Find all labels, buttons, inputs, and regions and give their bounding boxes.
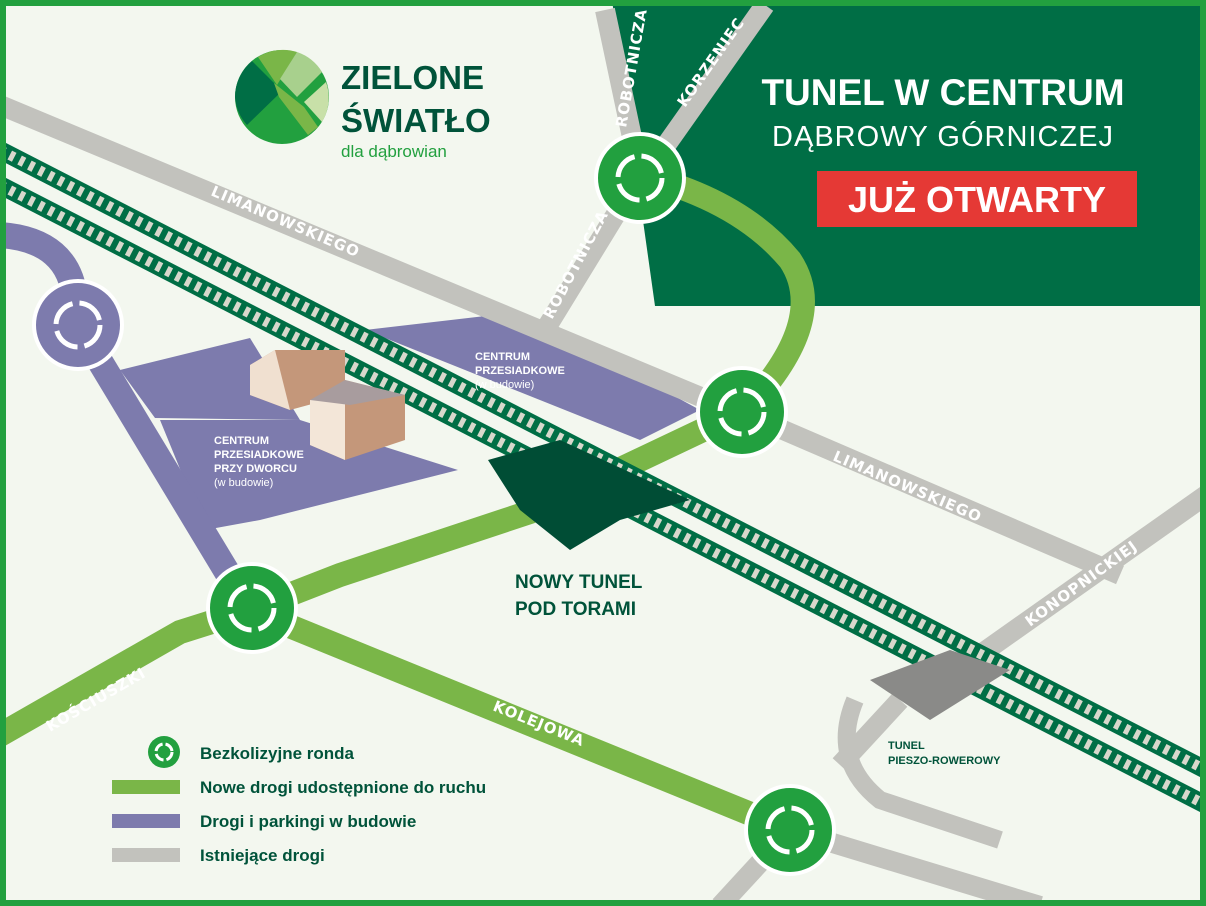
svg-text:dla dąbrowian: dla dąbrowian	[341, 142, 447, 161]
legend-item: Bezkolizyjne ronda	[200, 744, 355, 763]
header-title: TUNEL W CENTRUM	[761, 72, 1124, 113]
svg-text:ZIELONE: ZIELONE	[341, 59, 484, 96]
roundabouts	[32, 132, 836, 876]
logo: ZIELONE ŚWIATŁO dla dąbrowian	[235, 49, 491, 161]
new-road-swatch	[112, 780, 180, 794]
svg-text:ŚWIATŁO: ŚWIATŁO	[341, 102, 491, 139]
construction-parcels	[120, 312, 700, 530]
roundabout-icon	[696, 366, 788, 458]
roundabout-construction-icon	[32, 279, 124, 371]
status-badge-text: JUŻ OTWARTY	[848, 179, 1106, 220]
construction-swatch	[112, 814, 180, 828]
station-buildings	[250, 350, 405, 460]
legend-item: Drogi i parkingi w budowie	[200, 812, 416, 831]
header-subtitle: DĄBROWY GÓRNICZEJ	[772, 120, 1114, 153]
roundabout-icon	[206, 562, 298, 654]
legend: Bezkolizyjne ronda Nowe drogi udostępnio…	[112, 736, 486, 865]
legend-item: Nowe drogi udostępnione do ruchu	[200, 778, 486, 797]
roundabout-icon	[594, 132, 686, 224]
existing-swatch	[112, 848, 180, 862]
legend-item: Istniejące drogi	[200, 846, 325, 865]
ped-tunnel-arrow	[870, 650, 1010, 720]
status-badge	[817, 171, 1137, 227]
logo-mark-icon	[235, 49, 329, 144]
header-panel	[612, 0, 1206, 306]
roundabout-icon	[744, 784, 836, 876]
tunnel-arrow	[488, 440, 690, 550]
roundabout-icon	[148, 736, 180, 768]
